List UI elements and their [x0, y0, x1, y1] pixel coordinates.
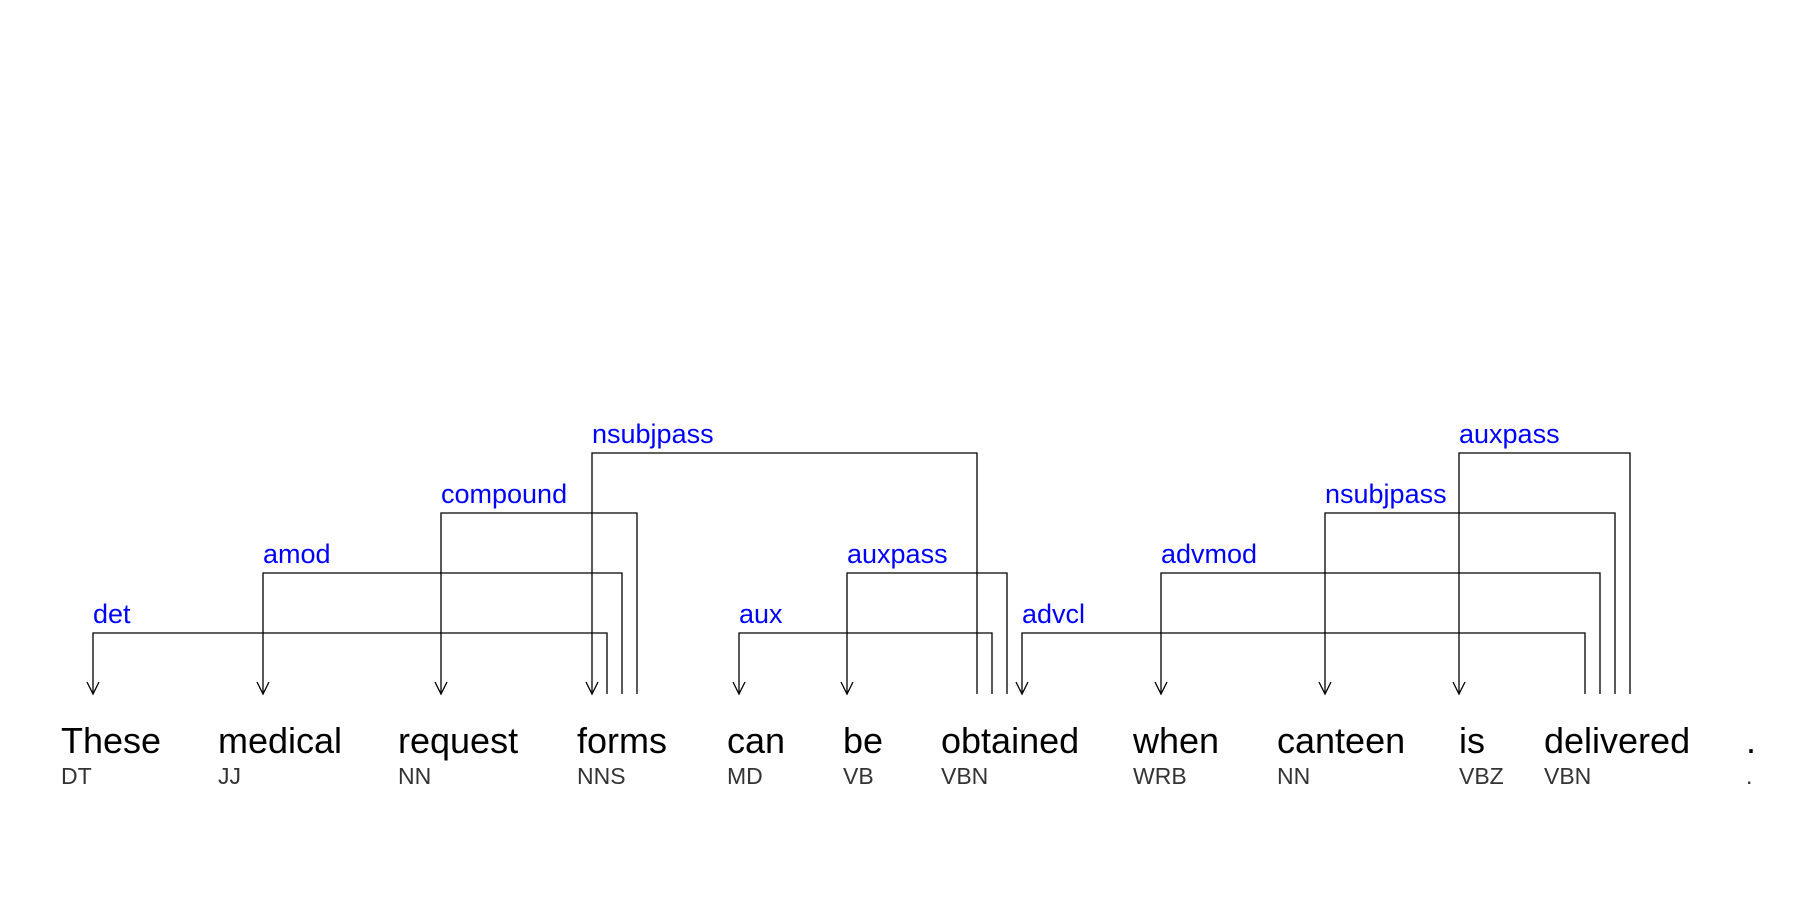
arc-line	[440, 512, 638, 694]
dependency-arc-advcl	[1015, 632, 1586, 696]
token-pos-tag: .	[1746, 763, 1752, 789]
token-word: medical	[218, 720, 342, 761]
arc-line	[846, 572, 1008, 694]
dependency-label: auxpass	[1459, 419, 1560, 449]
token-word: forms	[577, 720, 667, 761]
dependency-arc-advmod	[1154, 572, 1601, 696]
token-word: is	[1459, 720, 1485, 761]
token-word: These	[61, 720, 161, 761]
arrowhead	[256, 681, 270, 696]
dependency-label: det	[93, 599, 131, 629]
arc-line	[1021, 632, 1586, 694]
token-pos-tag: NNS	[577, 763, 626, 789]
token-pos-tag: MD	[727, 763, 763, 789]
arc-line	[262, 572, 623, 694]
arrowhead	[585, 681, 599, 696]
arrowhead	[434, 681, 448, 696]
dependency-arc-nsubjpass	[1318, 512, 1616, 696]
token-pos-tag: DT	[61, 763, 92, 789]
token-word: be	[843, 720, 883, 761]
dependency-arc-auxpass	[1452, 452, 1631, 696]
token-pos-tag: VBZ	[1459, 763, 1504, 789]
dependency-arcs	[86, 452, 1631, 696]
token-word: obtained	[941, 720, 1079, 761]
dependency-label: compound	[441, 479, 567, 509]
token-word: delivered	[1544, 720, 1690, 761]
arrowhead	[1318, 681, 1332, 696]
dependency-arc-auxpass	[840, 572, 1008, 696]
arc-line	[92, 632, 608, 694]
token-pos-tag: NN	[1277, 763, 1310, 789]
dependency-label: advmod	[1161, 539, 1257, 569]
arc-line	[1458, 452, 1631, 694]
arrowhead	[1154, 681, 1168, 696]
token-word: when	[1132, 720, 1219, 761]
token-word: .	[1746, 720, 1756, 761]
dependency-arc-amod	[256, 572, 623, 696]
token-pos-tag: VBN	[1544, 763, 1591, 789]
token-word: canteen	[1277, 720, 1405, 761]
arc-line	[1160, 572, 1601, 694]
dependency-label: nsubjpass	[592, 419, 714, 449]
dependency-arc-aux	[732, 632, 993, 696]
arrowhead	[1015, 681, 1029, 696]
arrowhead	[1452, 681, 1466, 696]
token-pos-tag: VBN	[941, 763, 988, 789]
token-word: can	[727, 720, 785, 761]
token-pos-tag: NN	[398, 763, 431, 789]
arc-line	[738, 632, 993, 694]
token-pos-tag: JJ	[218, 763, 241, 789]
dependency-label: aux	[739, 599, 783, 629]
arc-line	[1324, 512, 1616, 694]
dependency-labels: det amod compound nsubjpass aux auxpass advcl a…	[93, 419, 1560, 629]
dependency-label: advcl	[1022, 599, 1085, 629]
token-pos-tag: WRB	[1133, 763, 1187, 789]
arrowhead	[732, 681, 746, 696]
dependency-label: auxpass	[847, 539, 948, 569]
dependency-label: nsubjpass	[1325, 479, 1447, 509]
dependency-arc-compound	[434, 512, 638, 696]
token-12: ..	[1746, 720, 1756, 789]
arrowhead	[840, 681, 854, 696]
token-word: request	[398, 720, 518, 761]
dependency-arc-det	[86, 632, 608, 696]
dependency-label: amod	[263, 539, 331, 569]
token-pos-tag: VB	[843, 763, 874, 789]
arrowhead	[86, 681, 100, 696]
tokens: TheseDTmedicalJJrequestNNformsNNScanMDbe…	[61, 720, 1756, 789]
